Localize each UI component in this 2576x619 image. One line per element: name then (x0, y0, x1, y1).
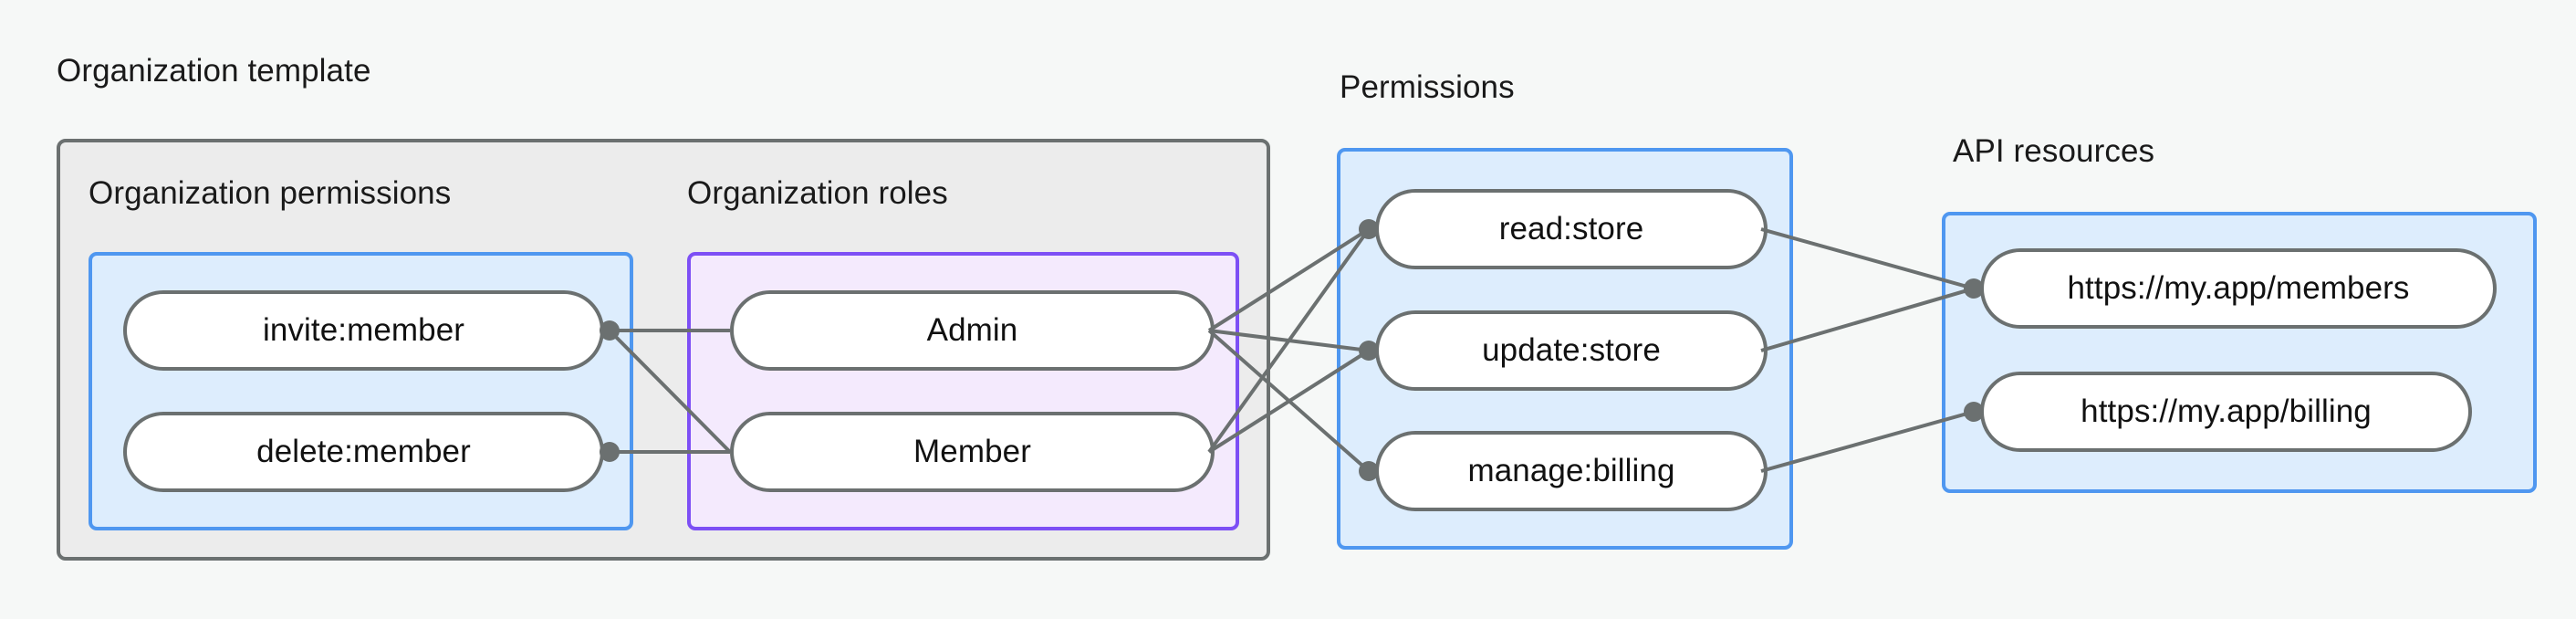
subgroup-title-organization-roles: Organization roles (687, 175, 948, 211)
node-read-store[interactable]: read:store (1375, 189, 1768, 269)
node-admin[interactable]: Admin (730, 290, 1215, 371)
node-update-store[interactable]: update:store (1375, 310, 1768, 391)
node-invite-member[interactable]: invite:member (123, 290, 604, 371)
node-label-member: Member (913, 434, 1031, 469)
node-label-invite-member: invite:member (262, 312, 465, 348)
node-manage-billing[interactable]: manage:billing (1375, 431, 1768, 511)
node-label-members-resource: https://my.app/members (2067, 270, 2410, 306)
group-title-api-resources: API resources (1953, 133, 2155, 169)
node-billing-resource[interactable]: https://my.app/billing (1980, 372, 2472, 452)
subgroup-title-organization-permissions: Organization permissions (89, 175, 452, 211)
group-title-organization-template: Organization template (57, 53, 371, 89)
node-label-delete-member: delete:member (256, 434, 471, 469)
node-members-resource[interactable]: https://my.app/members (1980, 248, 2497, 329)
group-title-permissions: Permissions (1340, 69, 1515, 105)
node-label-update-store: update:store (1482, 332, 1661, 368)
node-label-billing-resource: https://my.app/billing (2081, 393, 2372, 429)
node-label-read-store: read:store (1498, 211, 1644, 247)
node-member[interactable]: Member (730, 412, 1215, 492)
node-delete-member[interactable]: delete:member (123, 412, 604, 492)
node-label-manage-billing: manage:billing (1467, 453, 1675, 488)
node-label-admin: Admin (926, 312, 1018, 348)
